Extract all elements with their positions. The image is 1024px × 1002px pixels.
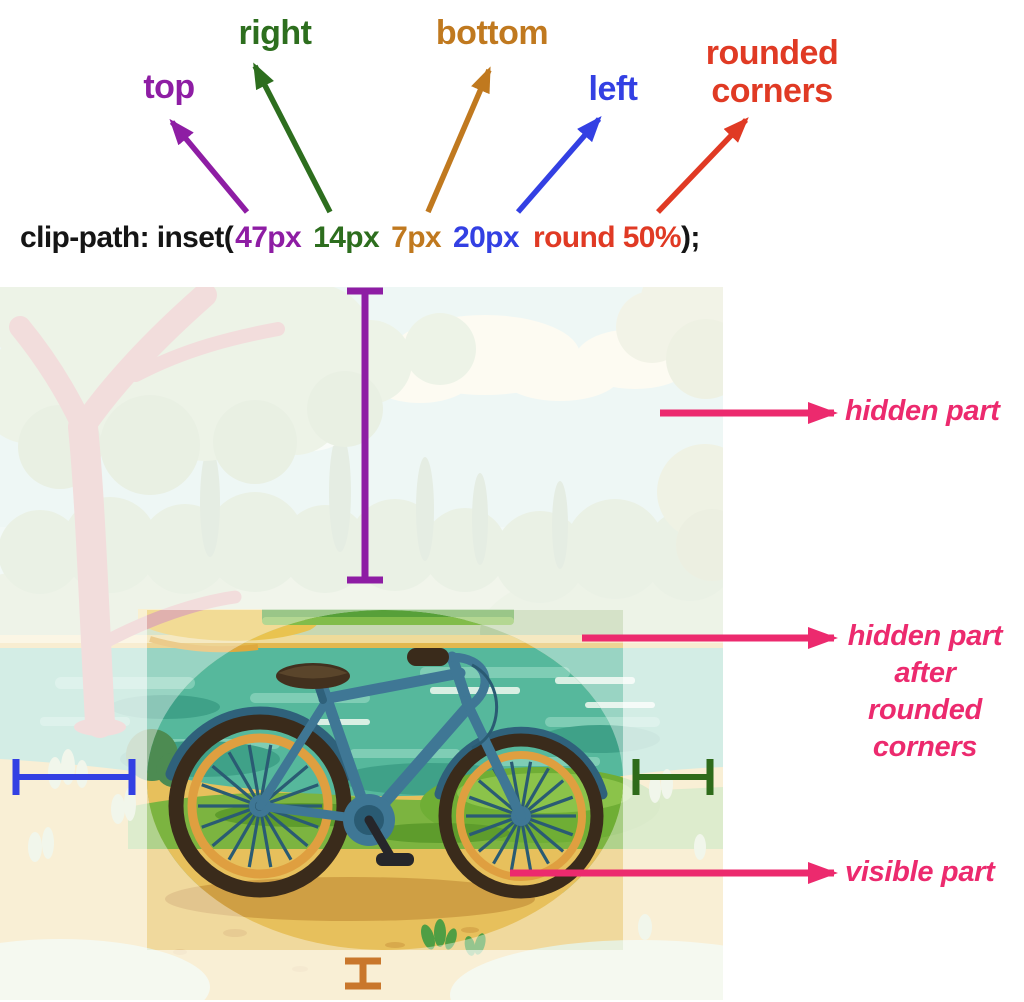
bottom-inset-label: bottom: [435, 14, 549, 52]
code-bottom-value: 7px: [391, 221, 442, 254]
code-top-value: 47px: [235, 221, 302, 254]
code-right-value: 14px: [313, 221, 380, 254]
bottom-arrow: [425, 66, 492, 214]
top-arrow: [169, 118, 250, 214]
rounded-corners-arrow: [656, 117, 749, 214]
code-round-value: round 50%: [533, 221, 682, 254]
hidden-part-after-label: hidden part after rounded corners: [847, 620, 1003, 763]
left-inset-label: left: [588, 70, 639, 108]
park-bicycle-illustration: [0, 287, 723, 1000]
rounded-corners-label: rounded corners: [705, 34, 839, 110]
code-suffix: );: [680, 221, 700, 254]
right-arrow: [252, 62, 333, 214]
code-prefix: clip-path: inset(: [20, 221, 234, 254]
visible-part-label: visible part: [845, 856, 995, 888]
code-left-value: 20px: [453, 221, 520, 254]
top-inset-label: top: [143, 68, 195, 106]
hidden-part-label: hidden part: [845, 395, 1000, 427]
clip-path-code: clip-path: inset(47px 14px 7px 20px round 50…: [20, 221, 700, 255]
right-inset-label: right: [238, 14, 312, 52]
left-arrow: [515, 115, 602, 214]
